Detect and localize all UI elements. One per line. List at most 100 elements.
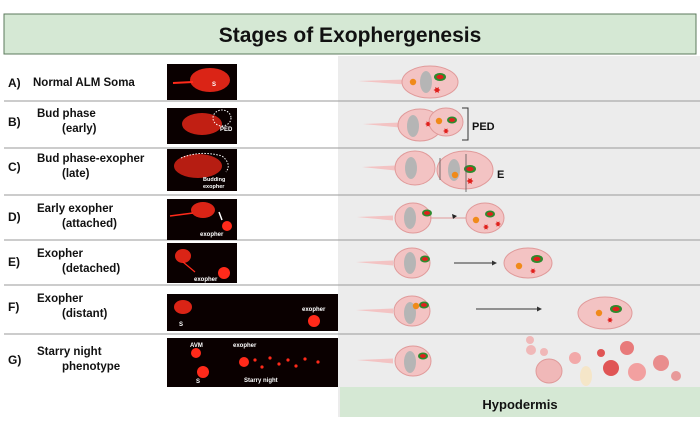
orange-granule bbox=[451, 171, 459, 179]
red-aggregate bbox=[433, 87, 441, 93]
micrograph-arrow bbox=[218, 211, 223, 221]
scattered-fragment bbox=[603, 360, 619, 376]
red-aggregate bbox=[443, 128, 449, 134]
nucleus bbox=[407, 115, 419, 137]
scattered-cell bbox=[535, 358, 563, 384]
axon bbox=[356, 308, 393, 314]
micrograph-label: exopher bbox=[203, 184, 225, 190]
micrograph-label: PED bbox=[220, 127, 233, 133]
figure-title: Stages of Exophergenesis bbox=[219, 24, 482, 47]
small-arrowhead bbox=[452, 214, 457, 219]
micrograph-soma bbox=[191, 348, 201, 358]
micrograph-label: exopher bbox=[200, 232, 224, 238]
scattered-fragment bbox=[526, 336, 534, 344]
micrograph-puncta bbox=[286, 358, 290, 362]
scattered-fragment bbox=[526, 345, 536, 355]
cell-exopher bbox=[503, 247, 553, 279]
row-label: Exopher bbox=[37, 293, 84, 305]
scattered-fragment bbox=[569, 352, 581, 364]
orange-granule bbox=[515, 262, 523, 270]
red-core bbox=[421, 303, 427, 307]
micrograph-puncta bbox=[294, 364, 298, 368]
micrograph-outline bbox=[180, 152, 229, 173]
nucleus bbox=[404, 207, 416, 229]
row-label: (late) bbox=[62, 168, 90, 180]
micrograph-exopher bbox=[239, 357, 249, 367]
row-label: (early) bbox=[62, 123, 97, 135]
micrograph-label: exopher bbox=[302, 307, 326, 313]
red-core bbox=[424, 211, 430, 215]
scattered-fragment bbox=[580, 366, 592, 386]
micrograph-puncta bbox=[277, 362, 281, 366]
row-letter: E) bbox=[8, 255, 20, 269]
micrograph-process bbox=[172, 81, 194, 84]
micrograph bbox=[167, 338, 338, 387]
scattered-fragment bbox=[620, 341, 634, 355]
row-letter: B) bbox=[8, 115, 21, 129]
scattered-fragment bbox=[540, 348, 548, 356]
micrograph-soma bbox=[197, 366, 209, 378]
micrograph-process bbox=[169, 212, 194, 217]
red-aggregate bbox=[466, 178, 474, 184]
axon bbox=[357, 358, 393, 364]
e-label: E bbox=[497, 169, 504, 181]
micrograph-label: AVM bbox=[190, 343, 203, 349]
orange-granule bbox=[412, 302, 420, 310]
red-core bbox=[487, 212, 493, 216]
nucleus bbox=[404, 351, 416, 373]
row-label: (detached) bbox=[62, 263, 120, 275]
row-label: (distant) bbox=[62, 308, 108, 320]
hypodermis-label: Hypodermis bbox=[482, 397, 557, 412]
red-core bbox=[422, 257, 428, 261]
axon bbox=[363, 122, 400, 128]
micrograph-label: Starry night bbox=[244, 378, 278, 384]
orange-granule bbox=[435, 117, 443, 125]
micrograph-puncta bbox=[316, 360, 320, 364]
title-band bbox=[3, 13, 697, 55]
micrograph-label: S bbox=[179, 322, 183, 328]
row-label: Early exopher bbox=[37, 203, 114, 215]
arrow-head bbox=[492, 260, 497, 266]
micrograph-puncta bbox=[303, 357, 307, 361]
row-label: phenotype bbox=[62, 361, 120, 373]
ped-bracket bbox=[462, 107, 469, 141]
micrograph-puncta bbox=[260, 365, 264, 369]
micrograph-soma bbox=[182, 113, 222, 135]
micrograph-exopher bbox=[222, 221, 232, 231]
red-core bbox=[436, 74, 444, 80]
red-core bbox=[612, 306, 620, 312]
micrograph-exopher bbox=[308, 315, 320, 327]
red-aggregate bbox=[530, 268, 536, 274]
red-aggregate bbox=[495, 221, 501, 227]
nucleus bbox=[404, 252, 416, 274]
red-core bbox=[466, 166, 474, 172]
row-label: Bud phase bbox=[37, 108, 96, 120]
micrograph-soma bbox=[174, 154, 222, 178]
nucleus bbox=[405, 157, 417, 179]
scattered-fragment bbox=[671, 371, 681, 381]
micrograph-label: exopher bbox=[194, 277, 218, 283]
micrograph-soma bbox=[191, 202, 215, 218]
orange-granule bbox=[409, 78, 417, 86]
scattered-fragment bbox=[653, 355, 669, 371]
micrograph-outline bbox=[212, 109, 232, 127]
row-label: Starry night bbox=[37, 346, 102, 358]
nucleus bbox=[404, 302, 416, 324]
axon bbox=[357, 215, 393, 221]
red-aggregate bbox=[425, 121, 431, 127]
row-letter: G) bbox=[8, 353, 21, 367]
scattered-fragment bbox=[597, 349, 605, 357]
micrograph-puncta bbox=[268, 356, 272, 360]
micrograph-exopher bbox=[218, 267, 230, 279]
row-letter: F) bbox=[8, 300, 19, 314]
micrograph-process bbox=[182, 261, 196, 273]
red-core bbox=[533, 256, 541, 262]
hypodermis-band bbox=[340, 387, 700, 417]
row-label: Bud phase-exopher bbox=[37, 153, 145, 165]
axon bbox=[356, 260, 393, 266]
micrograph-label: S bbox=[196, 379, 200, 385]
scattered-fragment bbox=[628, 363, 646, 381]
